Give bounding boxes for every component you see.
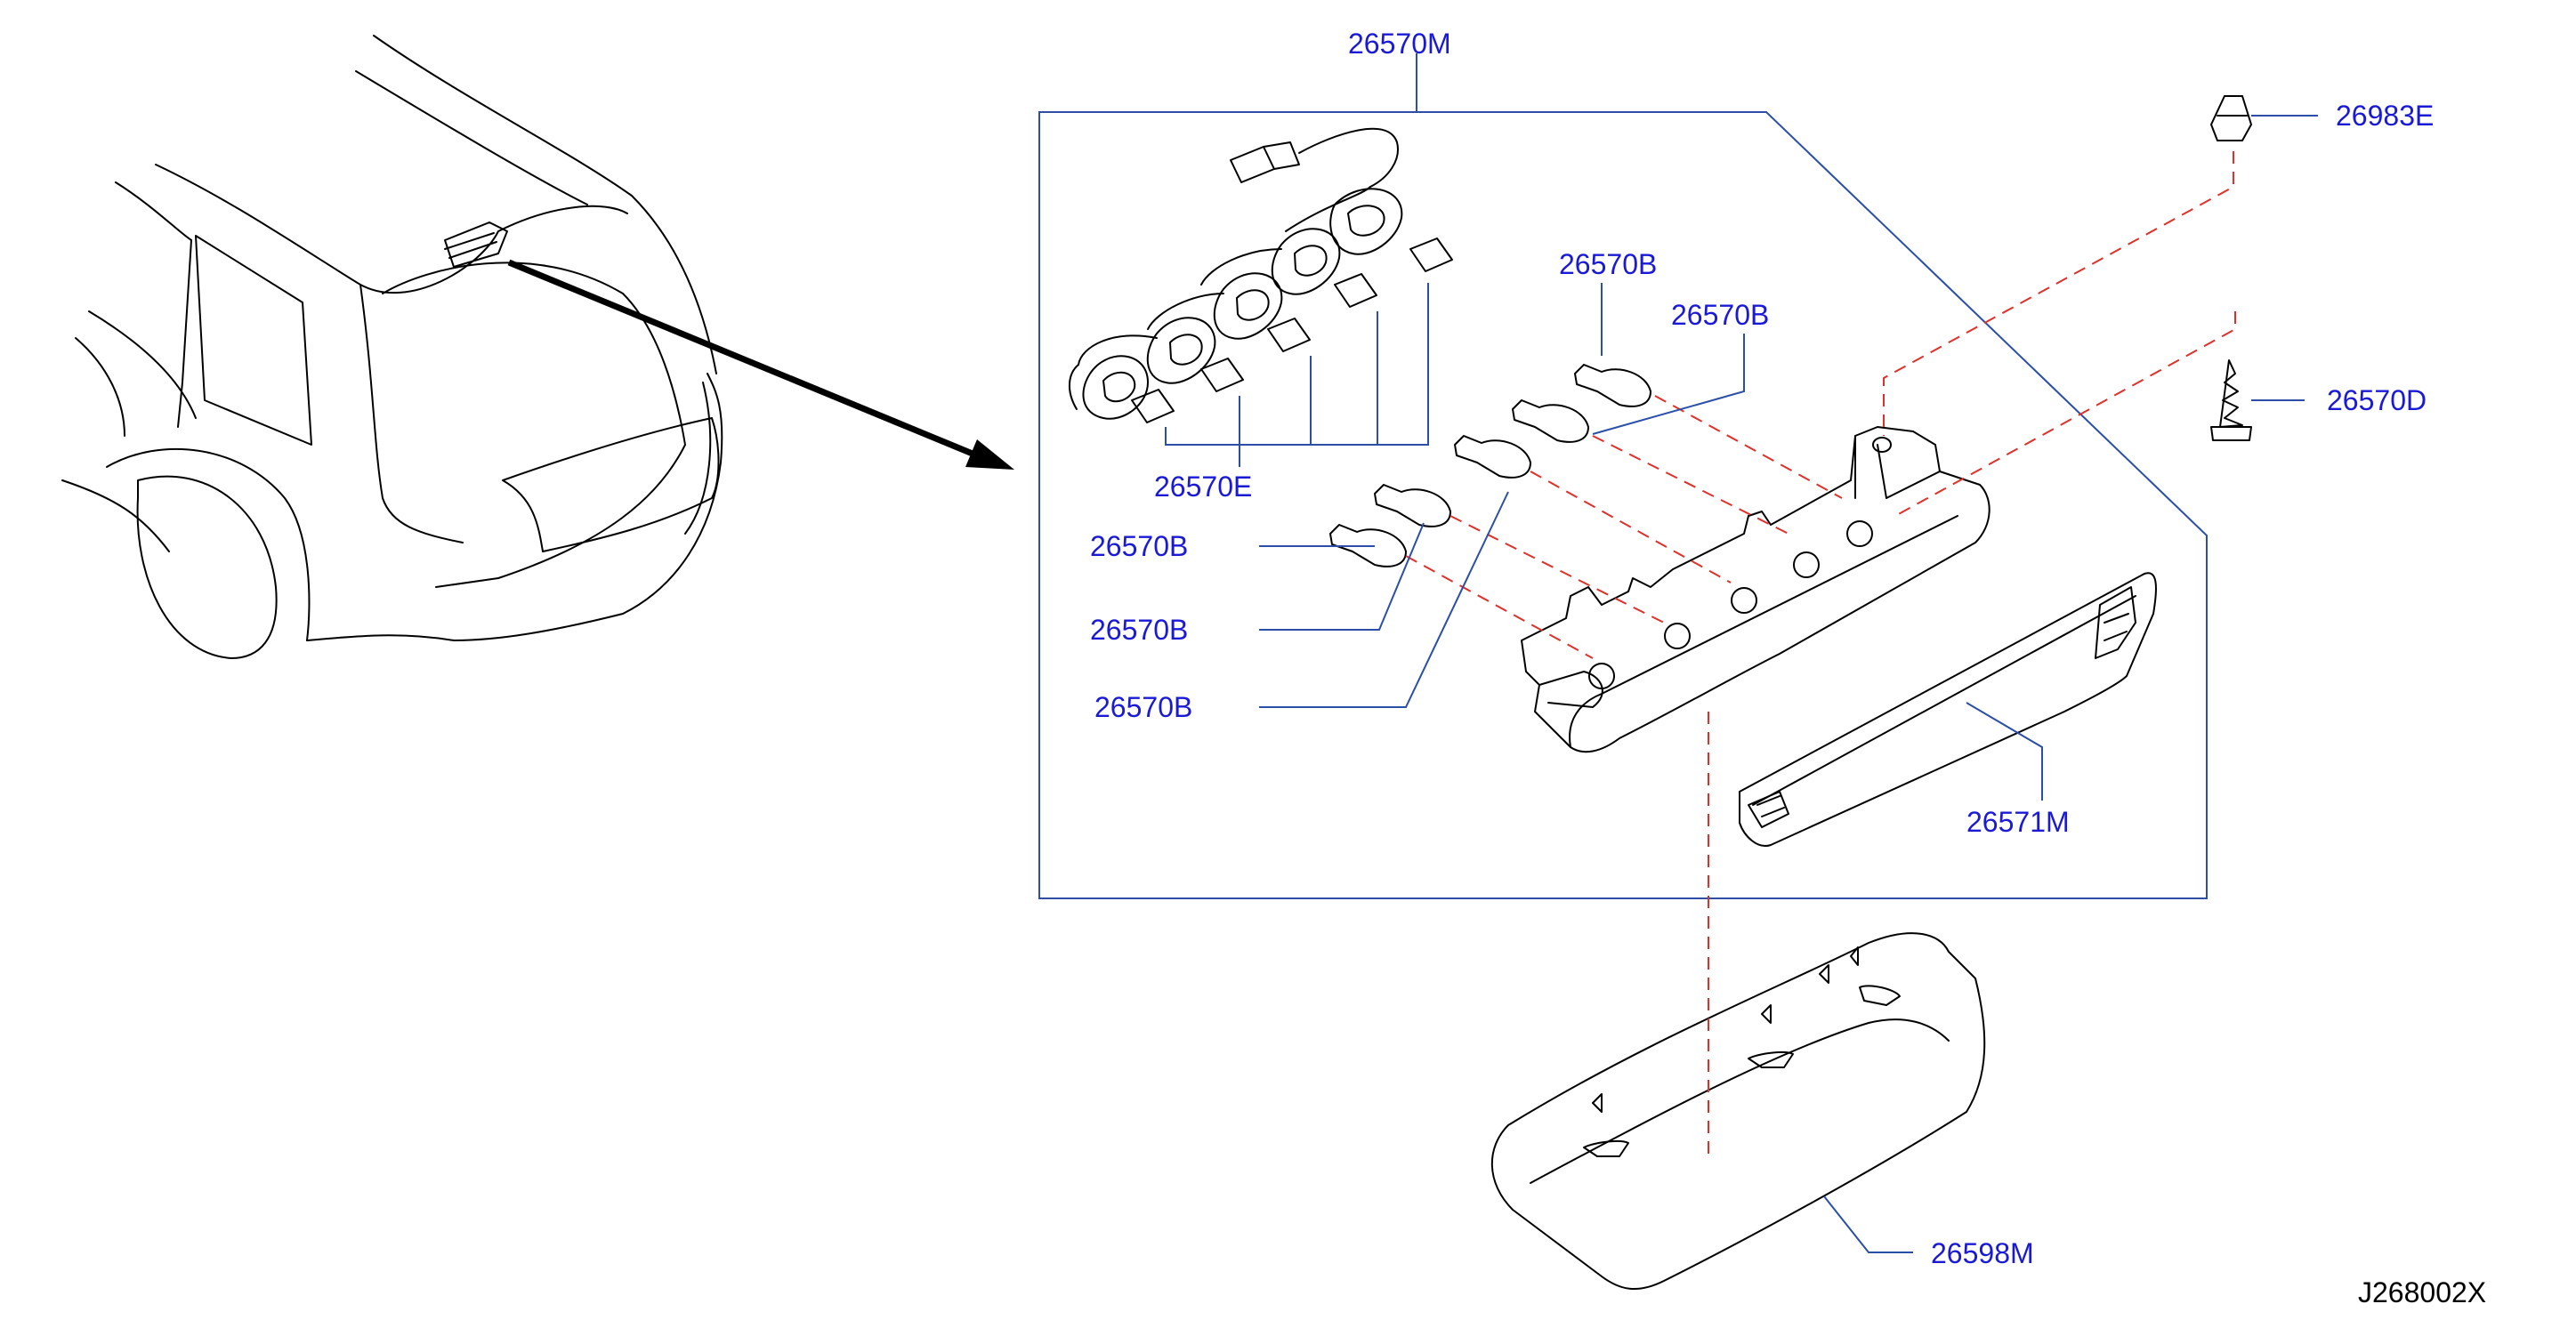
label-assembly: 26570M bbox=[1348, 28, 1451, 60]
lamp-housing-illustration bbox=[1521, 426, 1991, 753]
vehicle-rear-illustration bbox=[61, 35, 723, 659]
label-bulb-4: 26570B bbox=[1090, 614, 1188, 646]
lens-illustration bbox=[1739, 572, 2157, 847]
label-cover: 26598M bbox=[1931, 1237, 2034, 1269]
label-clip: 26983E bbox=[2336, 100, 2434, 132]
location-arrow bbox=[507, 259, 1014, 470]
label-bulb-5: 26570B bbox=[1094, 691, 1192, 723]
label-bulb-2: 26570B bbox=[1671, 299, 1769, 331]
label-bulb-1: 26570B bbox=[1559, 248, 1657, 280]
assembly-outline bbox=[1038, 53, 2208, 899]
screw-illustration bbox=[2210, 359, 2305, 441]
label-bulb-3: 26570B bbox=[1090, 530, 1188, 562]
part-labels: 26570M 26983E 26570D 26570B 26570B 26570… bbox=[1090, 28, 2486, 1308]
phantom-lines bbox=[1405, 151, 2236, 1156]
cover-illustration bbox=[1490, 932, 1986, 1291]
bulbs-illustration bbox=[1329, 364, 1651, 567]
leader-lines bbox=[1259, 283, 2043, 1253]
label-socket-connector: 26570E bbox=[1154, 471, 1252, 503]
diagram-code: J268002X bbox=[2358, 1276, 2486, 1308]
socket-harness-illustration bbox=[1069, 127, 1453, 467]
label-lens: 26571M bbox=[1966, 806, 2070, 838]
label-screw: 26570D bbox=[2327, 384, 2427, 416]
clip-illustration bbox=[2210, 95, 2318, 141]
